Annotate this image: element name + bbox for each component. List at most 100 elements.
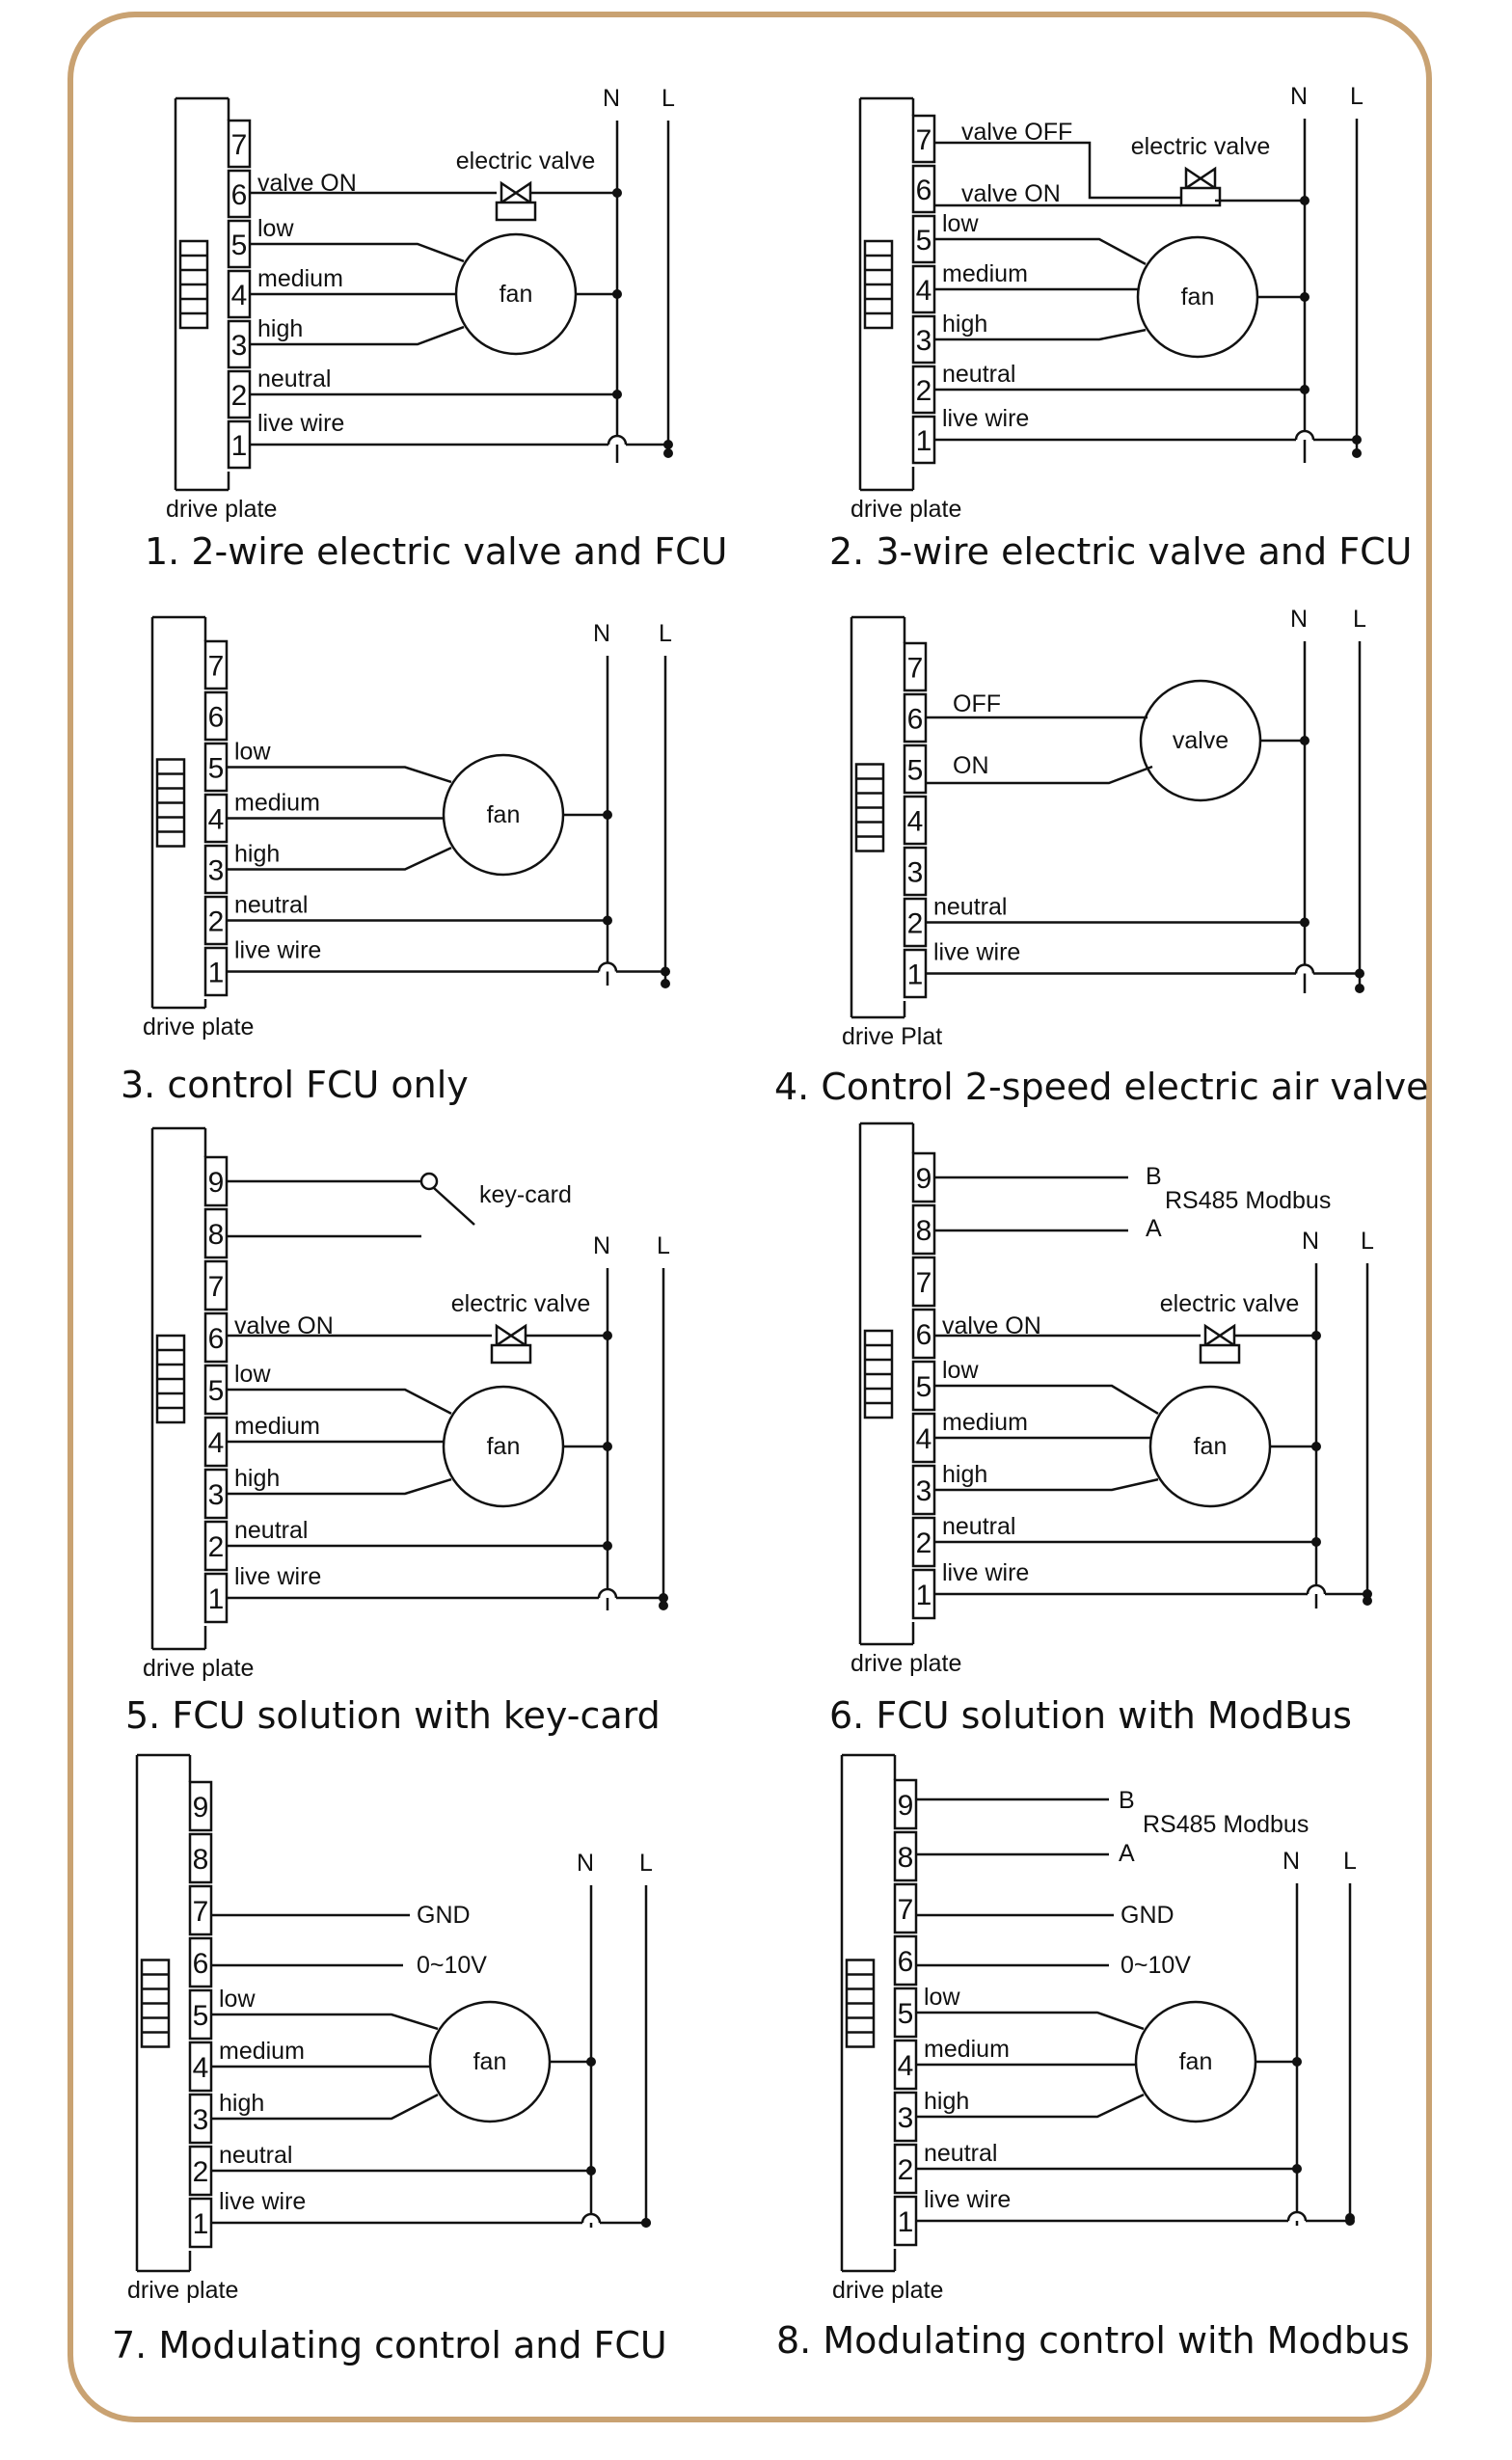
- analog-signal-label: 0~10V: [417, 1952, 487, 1979]
- terminal-9: [188, 1780, 213, 1832]
- neutral-label: neutral: [234, 1517, 308, 1544]
- terminal-number: 9: [916, 1163, 932, 1195]
- neutral-supply-label: N: [603, 85, 620, 112]
- fan-high-wire: [227, 846, 452, 871]
- electric-valve-label: electric valve: [1131, 133, 1271, 160]
- junction-dot: [1311, 1442, 1321, 1451]
- low-label: low: [942, 1357, 979, 1384]
- modbus-a-label: A: [1146, 1215, 1162, 1242]
- fan-low-wire: [934, 237, 1147, 266]
- medium-label: medium: [219, 2038, 305, 2065]
- diagram-caption: 5. FCU solution with key-card: [125, 1694, 661, 1737]
- terminal-7: [911, 114, 936, 164]
- wire-crossover: [607, 434, 628, 446]
- junction-dot: [1355, 984, 1364, 993]
- wire-crossover: [597, 1587, 618, 1599]
- terminal-number: 1: [193, 2208, 209, 2240]
- terminal-number: 5: [916, 1371, 932, 1403]
- drive-plate-label: drive plate: [127, 2277, 238, 2304]
- diagram-caption: 1. 2-wire electric valve and FCU: [145, 530, 727, 573]
- electric-valve-icon: [495, 1323, 527, 1348]
- terminal-7: [203, 1259, 229, 1311]
- junction-dot: [1300, 385, 1310, 394]
- terminal-number: 6: [208, 1323, 225, 1355]
- live-wire-label: live wire: [219, 2188, 306, 2215]
- wire-crossover: [580, 2212, 602, 2224]
- terminal-number: 7: [916, 124, 932, 156]
- junction-dot: [612, 289, 622, 299]
- fan-high-wire: [227, 1477, 452, 1496]
- live-wire-label: live wire: [933, 939, 1020, 966]
- terminal-number: 8: [898, 1842, 914, 1874]
- fan-label: fan: [473, 2048, 507, 2075]
- valve-on-label: valve ON: [942, 1312, 1041, 1339]
- terminal-number: 4: [193, 2052, 209, 2084]
- fan-low-wire: [227, 1388, 452, 1416]
- electric-valve-actuator: [1199, 1343, 1241, 1365]
- valve-off-wire: [934, 141, 1181, 200]
- fan-label: fan: [487, 801, 521, 828]
- wire-crossover: [1306, 1583, 1327, 1595]
- neutral-label: neutral: [942, 1513, 1015, 1540]
- modbus-a-label: A: [1119, 1840, 1135, 1867]
- valve-on-label: valve ON: [961, 180, 1061, 207]
- high-label: high: [924, 2088, 969, 2115]
- high-label: high: [257, 315, 303, 342]
- medium-label: medium: [942, 1409, 1028, 1436]
- terminal-number: 1: [916, 425, 932, 457]
- fan-low-wire: [916, 2011, 1145, 2031]
- junction-dot: [659, 1593, 668, 1603]
- live-wire-label: live wire: [942, 405, 1029, 432]
- terminal-6: [203, 1311, 229, 1364]
- terminal-number: 1: [231, 430, 248, 462]
- live-wire-label: live wire: [942, 1559, 1029, 1586]
- live-supply-label: L: [662, 85, 675, 112]
- terminal-number: 4: [208, 1427, 225, 1459]
- terminal-7: [893, 1882, 918, 1934]
- terminal-number: 4: [208, 804, 225, 836]
- terminal-number: 5: [208, 1375, 225, 1407]
- terminal-number: 4: [916, 1423, 932, 1455]
- analog-signal-label: 0~10V: [1120, 1952, 1191, 1979]
- terminal-number: 9: [208, 1167, 225, 1199]
- junction-dot: [603, 1541, 612, 1551]
- wire-crossover: [1294, 429, 1315, 441]
- electric-valve-actuator: [1179, 186, 1222, 207]
- valve-on-label: valve ON: [257, 170, 357, 197]
- terminal-number: 1: [208, 958, 225, 989]
- terminal-6: [188, 1936, 213, 1988]
- terminal-number: 6: [208, 702, 225, 734]
- fan-high-wire: [211, 2093, 439, 2121]
- diagram-caption: 2. 3-wire electric valve and FCU: [829, 530, 1412, 573]
- valve-on-wire: [926, 765, 1153, 785]
- junction-dot: [641, 2218, 651, 2228]
- junction-dot: [1355, 968, 1364, 979]
- electric-valve-label: electric valve: [451, 1290, 591, 1317]
- junction-dot: [1300, 917, 1310, 928]
- terminal-number: 7: [916, 1267, 932, 1299]
- electric-valve-icon: [1203, 1323, 1236, 1348]
- low-label: low: [234, 1361, 271, 1388]
- terminal-number: 3: [208, 1479, 225, 1511]
- junction-dot: [1352, 448, 1362, 458]
- electric-valve-actuator: [495, 201, 537, 222]
- modbus-b-label: B: [1146, 1163, 1162, 1190]
- terminal-number: 1: [916, 1580, 932, 1611]
- terminal-number: 2: [208, 1531, 225, 1563]
- neutral-supply-label: N: [1282, 1848, 1300, 1875]
- terminal-6: [911, 164, 936, 214]
- terminal-number: 2: [193, 2156, 209, 2188]
- valve-off-label: valve OFF: [961, 119, 1072, 146]
- low-label: low: [219, 1986, 256, 2013]
- neutral-supply-label: N: [1290, 606, 1308, 633]
- low-label: low: [257, 215, 294, 242]
- fan-high-wire: [934, 1477, 1159, 1492]
- drive-plate-label: drive plate: [166, 496, 277, 523]
- terminal-number: 5: [916, 225, 932, 257]
